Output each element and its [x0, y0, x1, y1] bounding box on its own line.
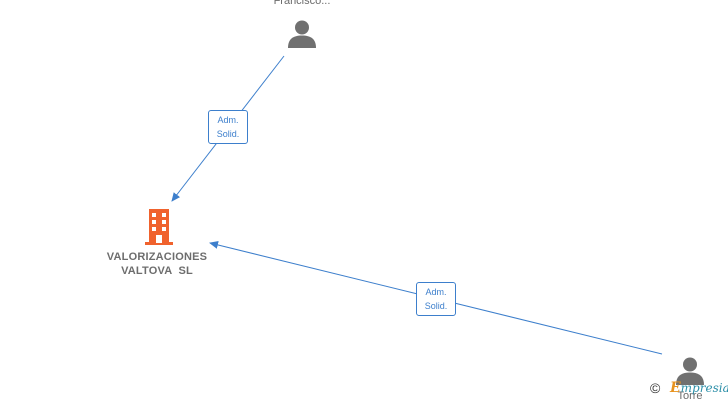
company-name-line1: VALORIZACIONES [106, 251, 208, 263]
company-building-icon[interactable] [143, 209, 175, 245]
top-person-label: Francisco... [273, 0, 331, 7]
edge-label-bottom-line1: Adm. [425, 287, 447, 297]
copyright-symbol: © [650, 380, 661, 396]
bottom-person-label: Torre [677, 390, 703, 400]
edge-label-top-line2: Solid. [216, 129, 240, 139]
person-icon[interactable] [287, 19, 317, 49]
brand-rest: mpresia [680, 381, 728, 395]
edge-label-top-line1: Adm. [217, 115, 239, 125]
edge-label-bottom-line2: Solid. [424, 301, 448, 311]
edge-label-top: Adm. Solid. [208, 110, 248, 144]
person-icon-bottom[interactable] [675, 356, 705, 386]
company-name[interactable]: VALORIZACIONES VALTOVA SL [94, 250, 220, 278]
brand-logo: Empresia [670, 380, 728, 396]
brand-first-letter: E [670, 380, 681, 396]
company-name-line2: VALTOVA SL [121, 265, 193, 277]
edge-label-bottom: Adm. Solid. [416, 282, 456, 316]
